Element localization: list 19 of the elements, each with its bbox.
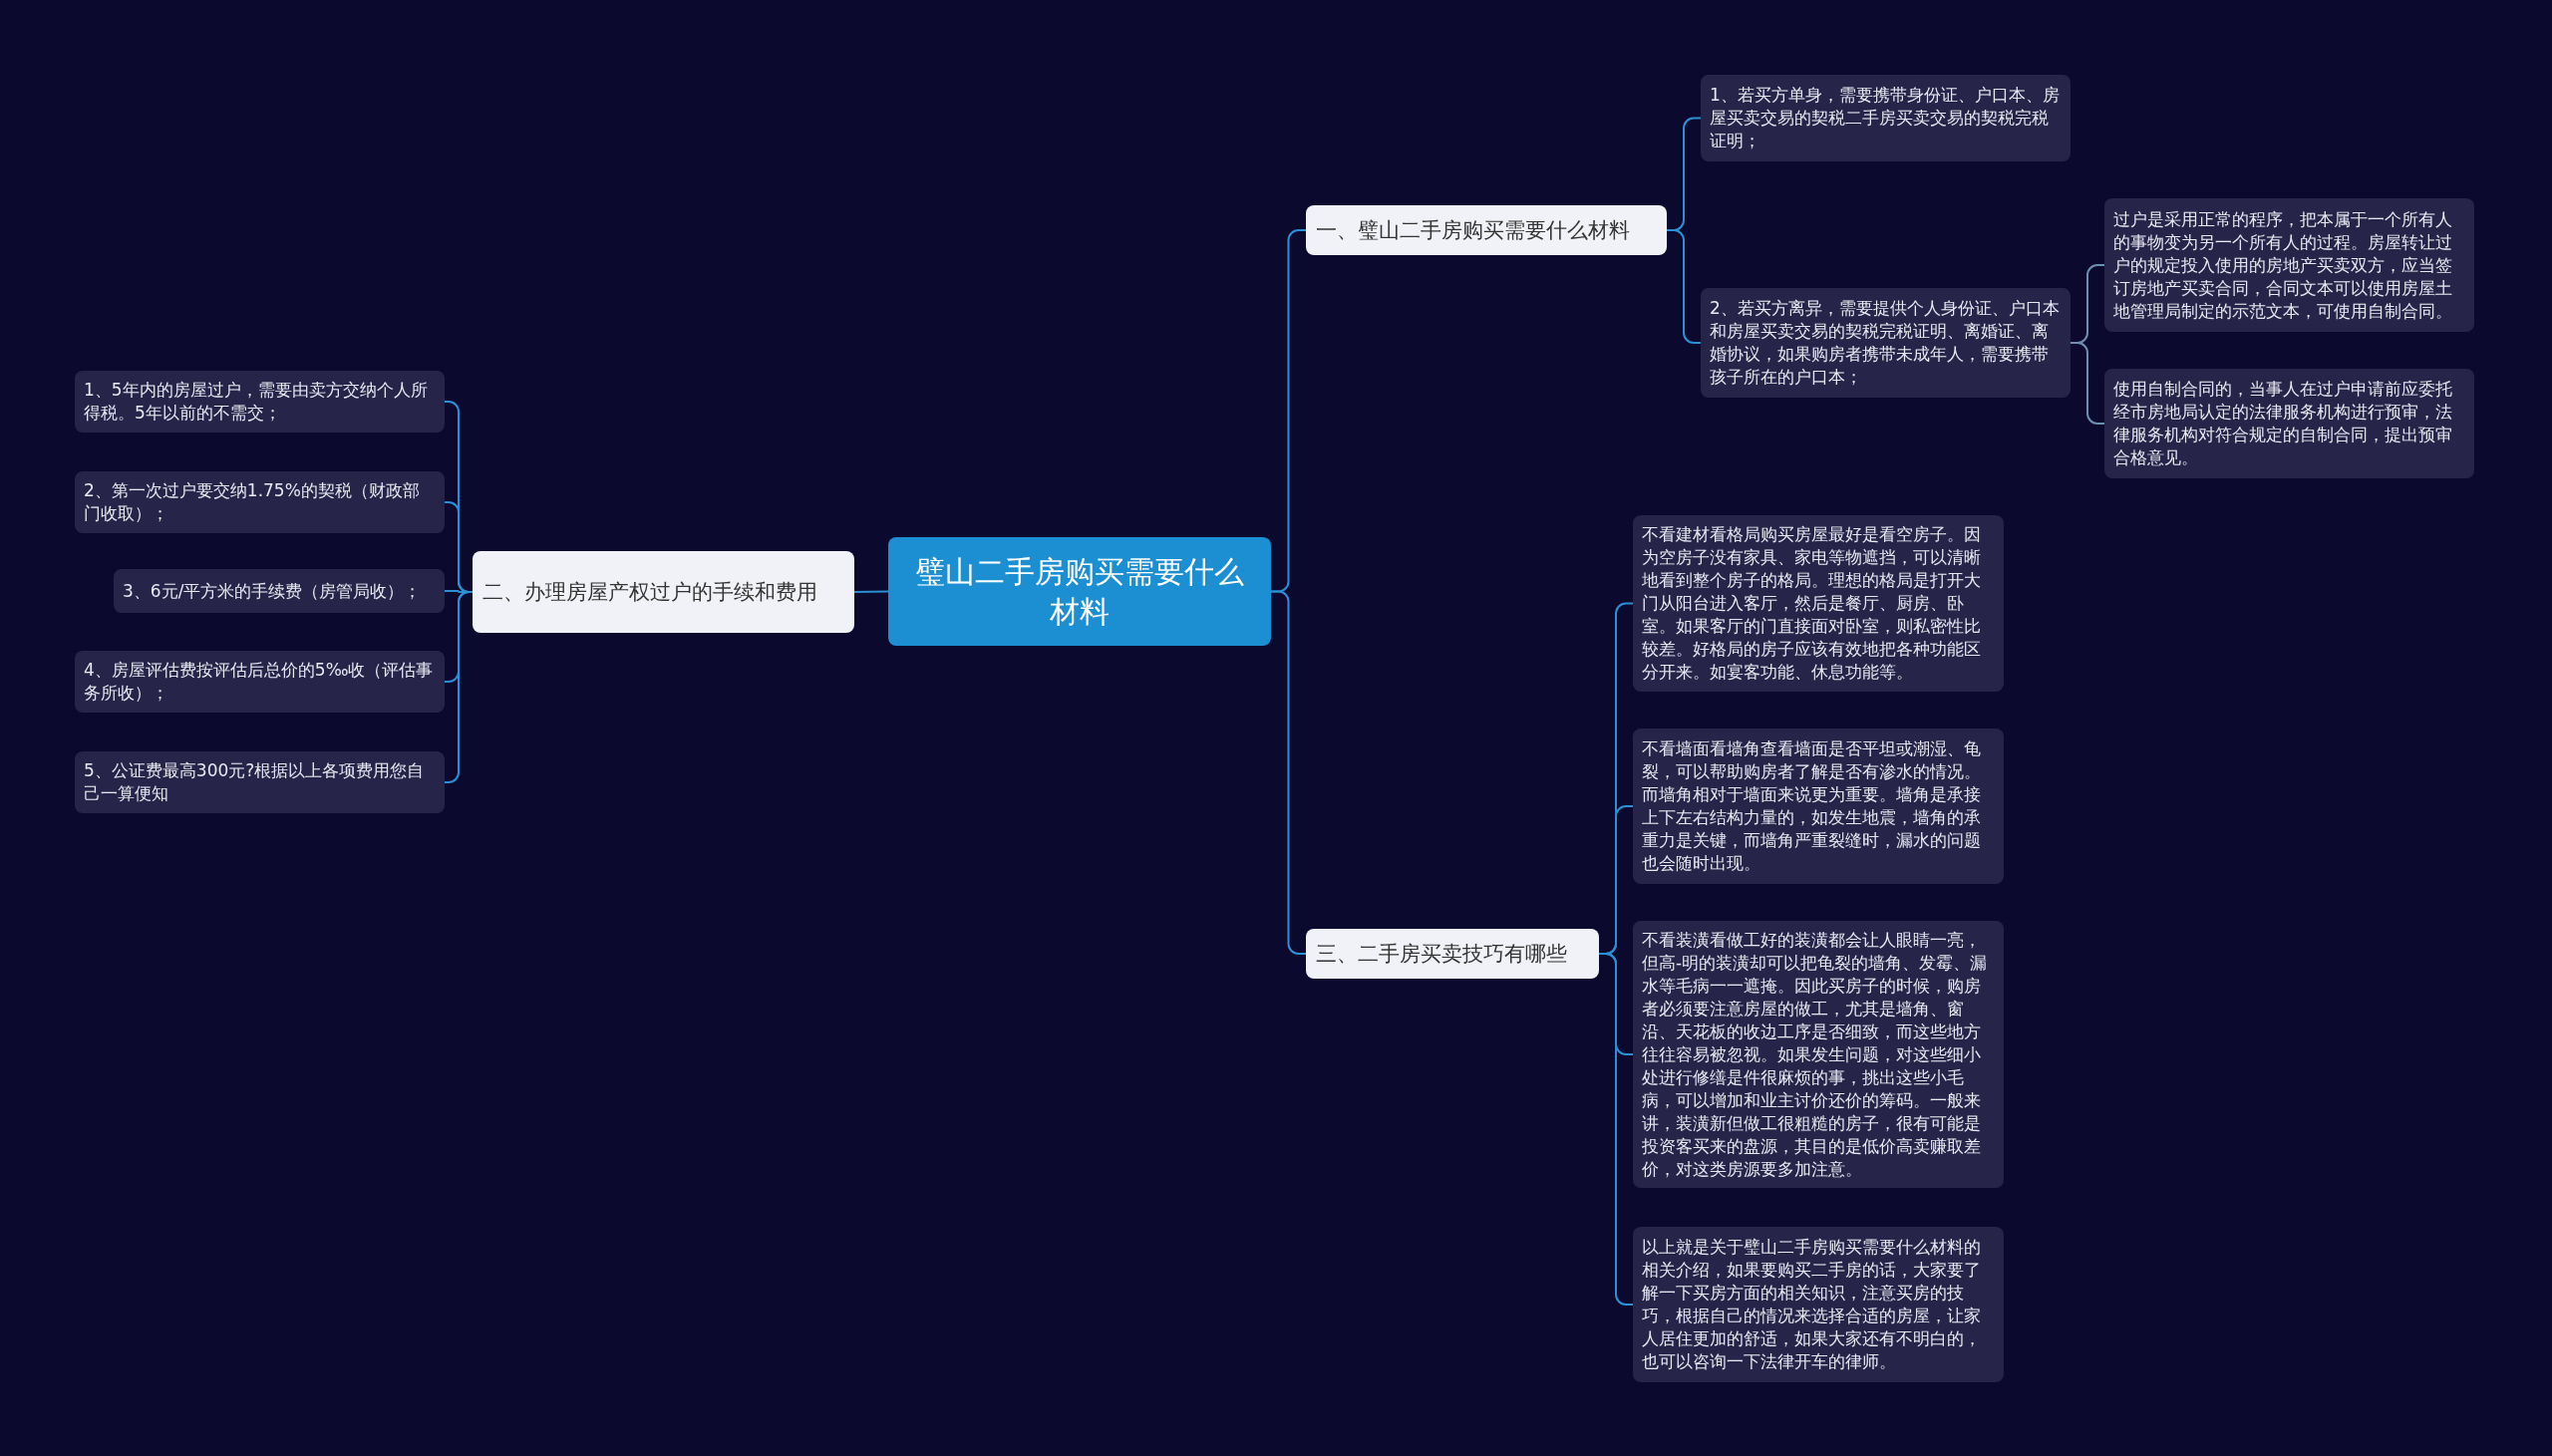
connector <box>1598 953 1634 1306</box>
subtopic-card: 2、第一次过户要交纳1.75%的契税（财政部门收取）； <box>75 471 445 533</box>
subtopic-card: 过户是采用正常的程序，把本属于一个所有人的事物变为另一个所有人的过程。房屋转让过户的规定投入使用的房地产买卖双方，应当签订房地产买卖合同，合同文本可以使用房屋土地管理局制定的示范文本，可使用自制合同。 <box>2104 198 2474 332</box>
subtopic-card: 使用自制合同的，当事人在过户申请前应委托经市房地局认定的法律服务机构进行预审，法律服务机构对符合规定的自制合同，提出预审合格意见。 <box>2104 369 2474 478</box>
subtopic-card: 1、5年内的房屋过户，需要由卖方交纳个人所得税。5年以前的不需交； <box>75 371 445 433</box>
subtopic-card: 3、6元/平方米的手续费（房管局收）； <box>114 569 445 613</box>
topic-box: 二、办理房屋产权过户的手续和费用 <box>473 551 854 633</box>
subtopic-card: 以上就是关于璧山二手房购买需要什么材料的相关介绍，如果要购买二手房的话，大家要了解一下买房方面的相关知识，注意买房的技巧，根据自己的情况来选择合适的房屋，让家人居住更加的舒适，如果大家还有不明白的，也可以咨询一下法律开车的律师。 <box>1633 1227 2004 1382</box>
topic-box: 三、二手房买卖技巧有哪些 <box>1306 929 1599 979</box>
subtopic-card: 4、房屋评估费按评估后总价的5‰收（评估事务所收）； <box>75 651 445 713</box>
subtopic-card: 不看建材看格局购买房屋最好是看空房子。因为空房子没有家具、家电等物遮挡，可以清晰地看到整个房子的格局。理想的格局是打开大门从阳台进入客厅，然后是餐厅、厨房、卧室。如果客厅的门直接面对卧室，则私密性比较差。好格局的房子应该有效地把各种功能区分开来。如宴客功能、休息功能等。 <box>1633 515 2004 692</box>
central-topic: 璧山二手房购买需要什么材料 <box>888 537 1271 646</box>
subtopic-card: 不看墙面看墙角查看墙面是否平坦或潮湿、龟裂，可以帮助购房者了解是否有渗水的情况。而墙角相对于墙面来说更为重要。墙角是承接上下左右结构力量的，如发生地震，墙角的承重力是关键，而墙角严重裂缝时，漏水的问题也会随时出现。 <box>1633 728 2004 884</box>
subtopic-card: 5、公证费最高300元?根据以上各项费用您自己一算便知 <box>75 751 445 813</box>
subtopic-card: 1、若买方单身，需要携带身份证、户口本、房屋买卖交易的契税二手房买卖交易的契税完税证明； <box>1701 75 2071 161</box>
subtopic-card: 2、若买方离异，需要提供个人身份证、户口本和房屋买卖交易的契税完税证明、离婚证、离婚协议，如果购房者携带未成年人，需要携带孩子所在的户口本； <box>1701 288 2071 398</box>
subtopic-card: 不看装潢看做工好的装潢都会让人眼睛一亮，但高-明的装潢却可以把龟裂的墙角、发霉、漏水等毛病一一遮掩。因此买房子的时候，购房者必须要注意房屋的做工，尤其是墙角、窗沿、天花板的收边工序是否细致，而这些地方往往容易被忽视。如果发生问题，对这些细小处进行修缮是件很麻烦的事，挑出这些小毛病，可以增加和业主讨价还价的筹码。一般来讲，装潢新但做工很粗糙的房子，很有可能是投资客买来的盘源，其目的是低价高卖赚取差价，对这类房源要多加注意。 <box>1633 921 2004 1188</box>
connector <box>853 590 889 593</box>
topic-box: 一、璧山二手房购买需要什么材料 <box>1306 205 1667 255</box>
